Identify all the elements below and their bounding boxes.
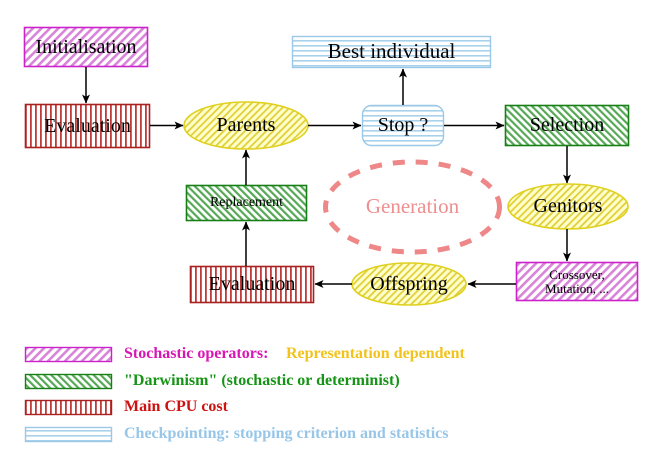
node-shape-replacement[interactable] [185,184,308,222]
node-shape-parents[interactable] [183,101,309,150]
node-shape-stop[interactable] [361,104,445,147]
node-shape-crossover-mutation[interactable] [515,261,639,302]
node-shape-genitors[interactable] [507,183,629,230]
node-shape-offspring[interactable] [351,262,467,306]
node-shape-evaluation-bottom[interactable] [189,265,315,304]
legend-label-cpu-cost: Main CPU cost [124,398,228,415]
legend-swatch-stochastic [24,346,113,363]
legend-swatch-cpu [24,399,113,416]
legend-label-checkpointing: Checkpointing: stopping criterion and st… [124,425,449,442]
node-shape-generation [323,159,502,255]
legend-label-representation-dependent: Representation dependent [286,345,465,362]
node-shape-selection[interactable] [504,104,630,147]
legend-label-stochastic: Stochastic operators: [124,345,269,362]
node-shape-evaluation-top[interactable] [24,103,151,149]
node-shape-best-individual[interactable] [291,35,492,69]
legend-swatch-checkpoint [24,426,113,443]
legend-swatch-darwinism [24,373,113,390]
legend-label-darwinism: "Darwinism" (stochastic or determinist) [124,372,400,389]
node-shape-initialisation[interactable] [23,26,149,68]
